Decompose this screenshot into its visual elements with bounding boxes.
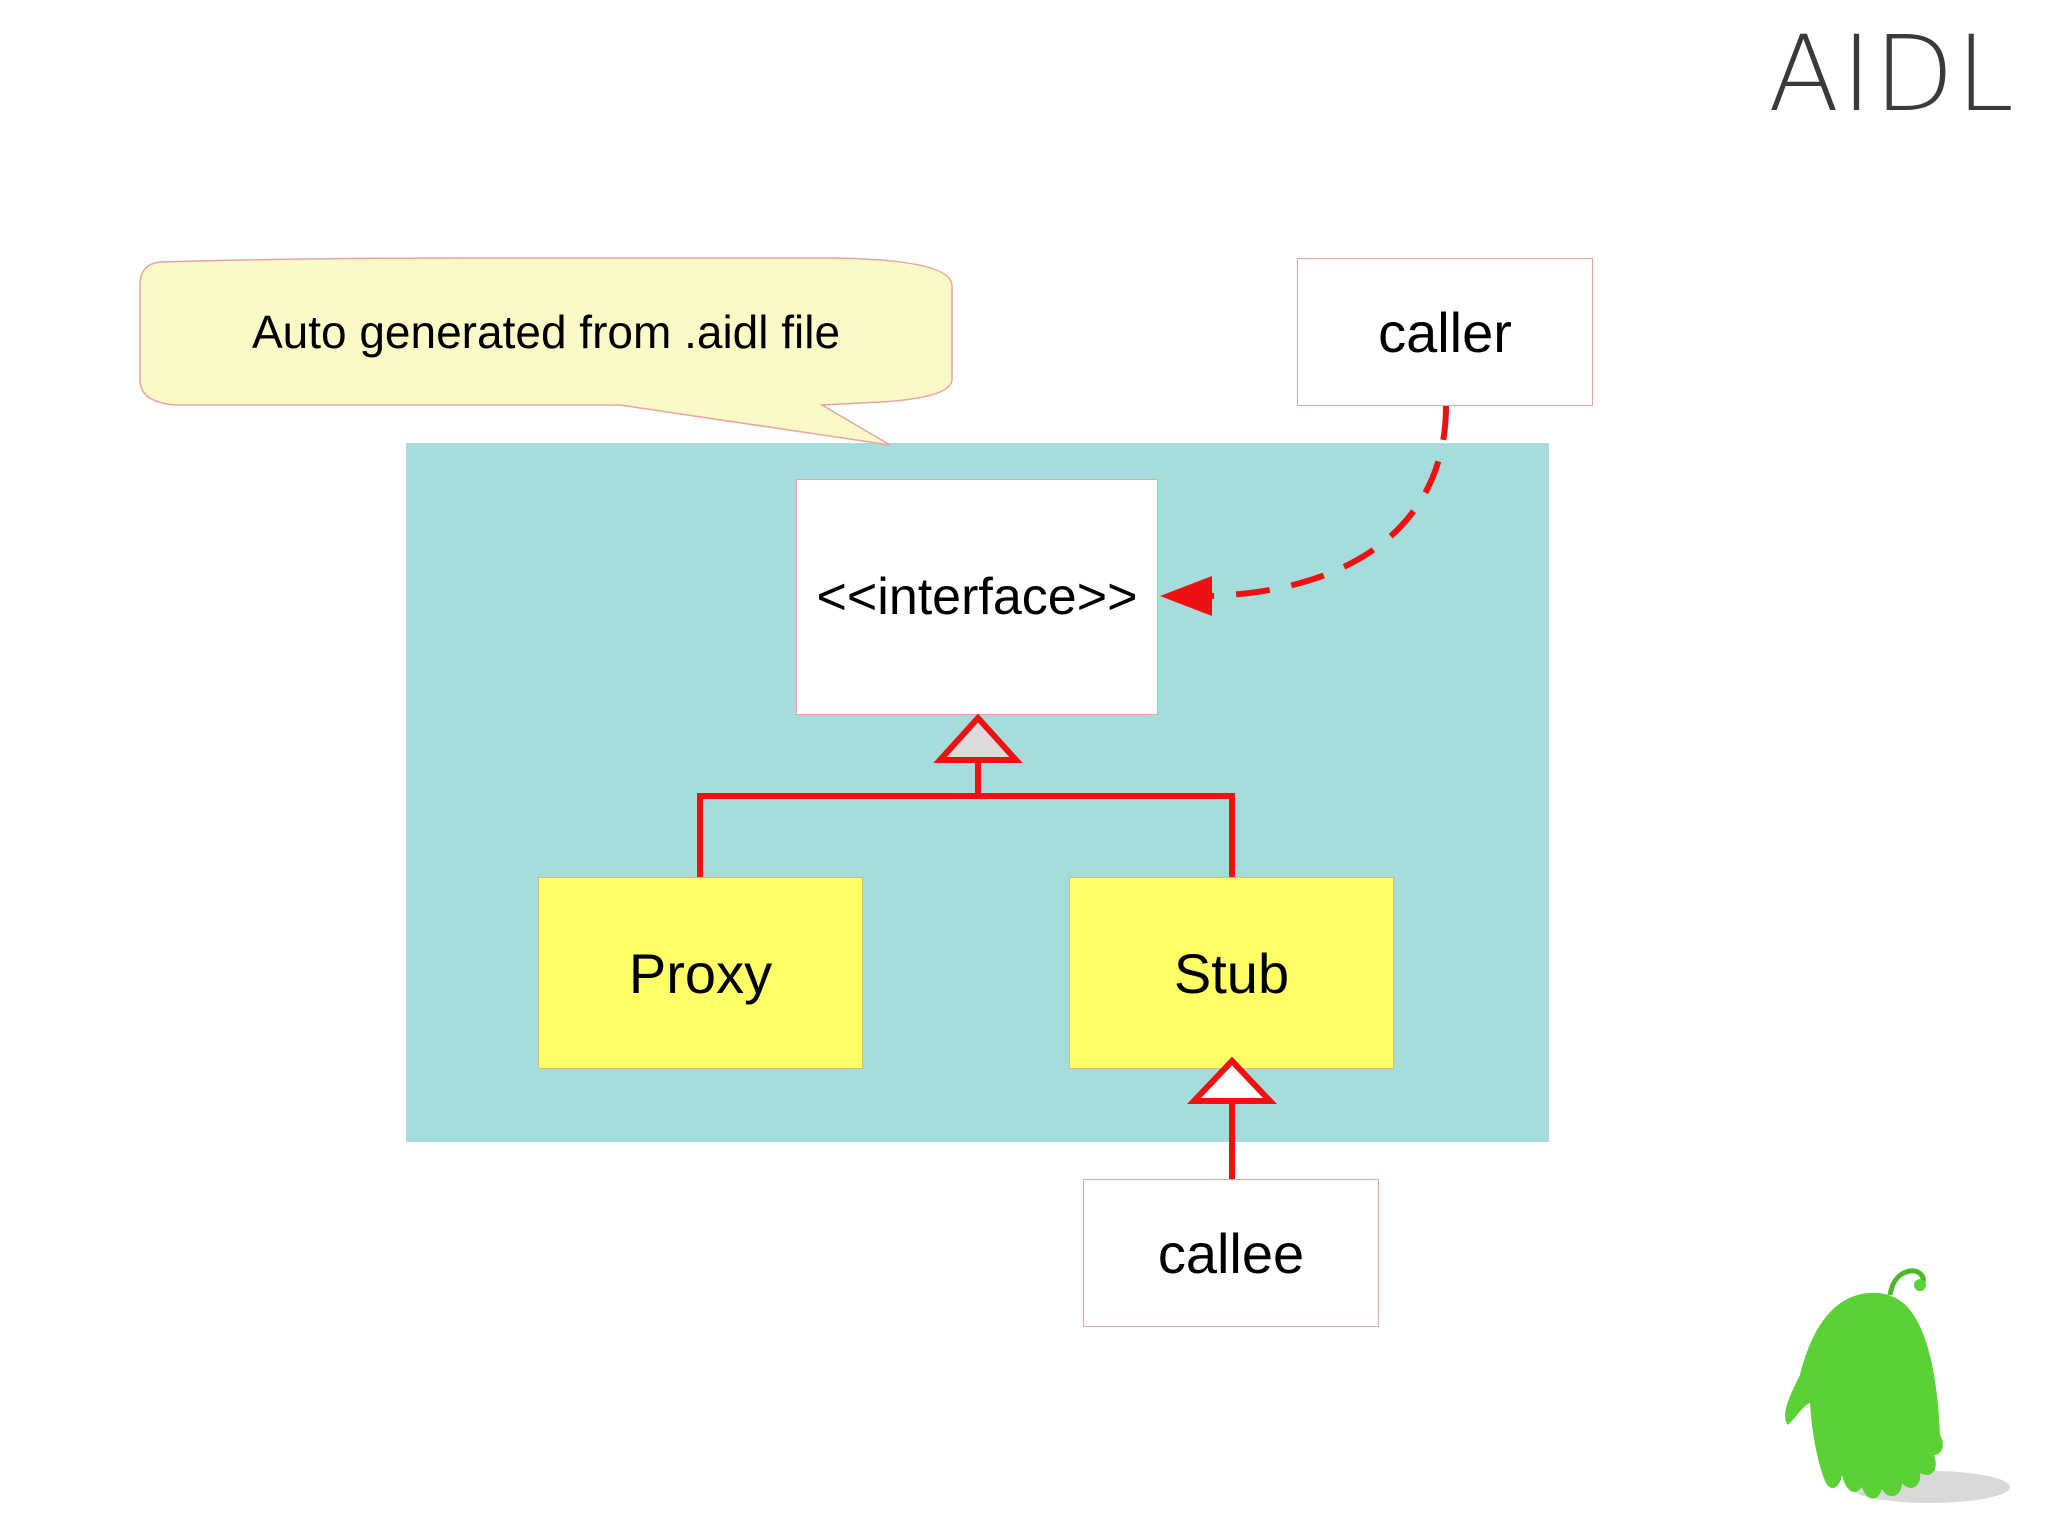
android-mascot-icon: [1785, 1268, 2010, 1503]
callee-box: callee: [1083, 1179, 1379, 1327]
callout-text: Auto generated from .aidl file: [251, 306, 841, 358]
stub-box: Stub: [1069, 877, 1394, 1069]
proxy-box: Proxy: [538, 877, 863, 1069]
slide-title: AIDL: [1768, 13, 2016, 135]
interface-box: <<interface>>: [796, 479, 1158, 715]
caller-box: caller: [1297, 258, 1593, 406]
